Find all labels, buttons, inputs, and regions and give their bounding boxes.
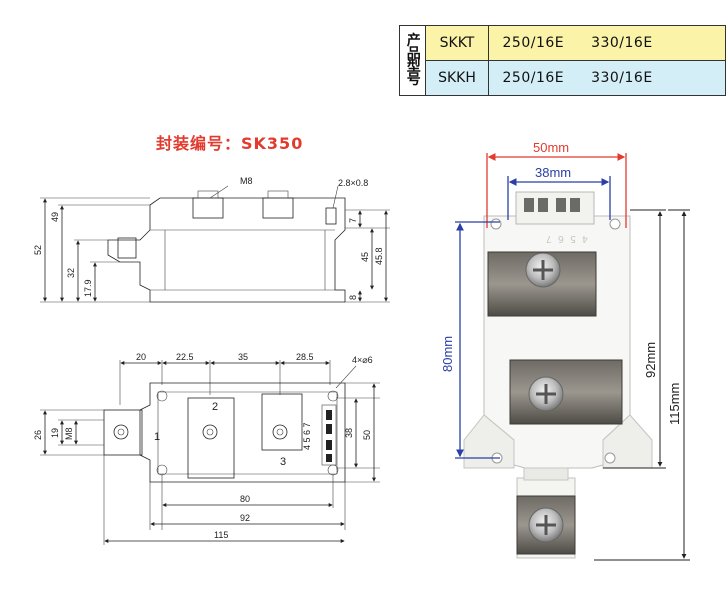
hole-label: 4×⌀6	[352, 355, 373, 365]
dim-52: 52	[33, 245, 43, 255]
dim-17-9: 17.9	[83, 279, 93, 297]
module-photo: 4 5 6 7 50mm 38mm 80mm 92mm	[440, 140, 690, 561]
dim-26: 26	[33, 430, 43, 440]
terminal-1: 1	[154, 431, 160, 443]
dim-19: 19	[50, 428, 60, 438]
top-view-drawing: 20 22.5 35 28.5 4×⌀6 4 5 6 7	[33, 352, 380, 545]
svg-text:4 5 6 7: 4 5 6 7	[546, 233, 588, 244]
dim-28-5: 28.5	[296, 352, 314, 362]
spec-row-skkt: 产品型号 SKKT 250/16E 330/16E	[398, 25, 726, 96]
thread-label: M8	[240, 176, 253, 186]
skkt-values: 250/16E 330/16E	[487, 25, 726, 61]
skkt-value-2: 330/16E	[591, 35, 653, 51]
dim-22-5: 22.5	[176, 352, 194, 362]
photo-height-full: 115mm	[667, 383, 682, 425]
side-view-drawing: M8 2.8×0.8 52 49 32 17.9 7 45 45.8 8	[33, 176, 390, 303]
skkh-value-2: 330/16E	[591, 70, 653, 86]
dim-50: 50	[362, 430, 372, 440]
dim-45-8: 45.8	[374, 247, 384, 265]
product-model-table: 产品型号 SKKT 250/16E 330/16E SKKH 250/16E 3…	[398, 25, 726, 96]
terminal-2: 2	[212, 401, 218, 413]
dim-m8: M8	[64, 427, 74, 440]
skkh-value-1: 250/16E	[502, 70, 565, 86]
terminal-3: 3	[280, 456, 286, 468]
spec-row-skkh: SKKH 250/16E 330/16E	[400, 60, 726, 96]
aux-pins-label: 4 5 6 7	[302, 422, 312, 450]
dim-35: 35	[238, 352, 248, 362]
skkh-values: 250/16E 330/16E	[487, 60, 726, 96]
dim-7: 7	[348, 218, 358, 223]
model-header: 产品型号	[398, 25, 427, 96]
dim-8: 8	[348, 295, 358, 300]
dim-80: 80	[240, 494, 250, 504]
dim-92: 92	[240, 513, 250, 523]
dim-115: 115	[214, 530, 228, 540]
model-header-text: 产品型号	[406, 32, 421, 88]
photo-width-inner: 38mm	[535, 165, 571, 180]
model-skkh: SKKH	[425, 60, 489, 96]
skkt-value-1: 250/16E	[502, 35, 565, 51]
photo-width-outer: 50mm	[533, 140, 569, 155]
photo-height-mid: 92mm	[643, 342, 658, 378]
dim-38: 38	[344, 428, 354, 438]
photo-height-left: 80mm	[440, 336, 455, 372]
dim-20: 20	[136, 352, 146, 362]
dim-49: 49	[50, 212, 60, 222]
package-title: 封装编号：SK350	[156, 134, 304, 153]
terminal-label: 2.8×0.8	[338, 178, 368, 188]
dim-32: 32	[66, 268, 76, 278]
dim-45: 45	[360, 252, 370, 262]
